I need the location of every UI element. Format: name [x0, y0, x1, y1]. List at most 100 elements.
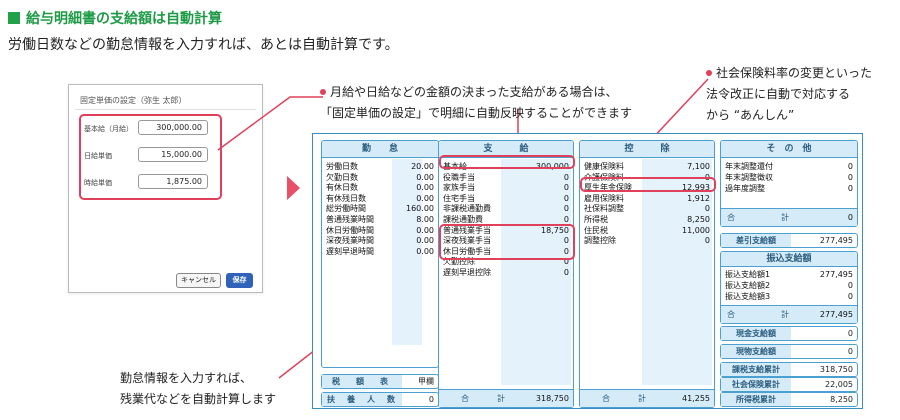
- attendance-callout: 勤怠情報を入力すれば、 残業代などを自動計算します: [120, 371, 277, 406]
- column-band: [392, 159, 422, 345]
- payment-row-value: 300,000: [535, 162, 569, 171]
- cancel-button[interactable]: キャンセル: [176, 273, 221, 288]
- payment-row-label: 役職手当: [443, 172, 475, 182]
- attendance-row-value: 8.00: [416, 215, 434, 224]
- base-salary-field[interactable]: 300,000.00: [138, 120, 208, 135]
- deduction-row-value: 0: [704, 236, 710, 246]
- attendance-row-label: 労働日数: [326, 162, 358, 171]
- payment-row-value: 0: [563, 246, 569, 256]
- payment-row: 課税通勤費 0: [443, 214, 569, 225]
- page-subtitle: 労働日数などの勤怠情報を入力すれば、あとは自動計算です。: [8, 37, 399, 53]
- fixed-rate-dialog: 固定単価の設定（弥生 太郎） 基本給（月給） 300,000.00 日給単価 1…: [68, 84, 263, 293]
- attendance-row: 普通残業時間 8.00: [326, 214, 434, 225]
- dependents-row: 扶 養 人 数 0: [321, 392, 439, 407]
- dialog-title: 固定単価の設定（弥生 太郎）: [80, 96, 187, 105]
- payment-row-value: 0: [563, 193, 569, 203]
- deduction-row-value: 12,993: [682, 183, 710, 193]
- payment-row-value: 0: [563, 268, 569, 277]
- pension-highlight: [580, 177, 716, 192]
- goods-pay-row: 現物支給額 0: [720, 344, 858, 359]
- attendance-row-label: 有休日数: [326, 183, 358, 193]
- save-button[interactable]: 保存: [226, 273, 253, 288]
- attendance-row-value: 0.00: [416, 172, 434, 182]
- payment-row-value: 18,750: [541, 225, 569, 235]
- deduction-row-value: 8,250: [687, 215, 710, 224]
- attendance-header: 勤 怠: [322, 141, 438, 158]
- attendance-row-label: 有休残日数: [326, 193, 366, 203]
- other-row-value: 0: [847, 173, 853, 182]
- other-row-value: 0: [847, 184, 853, 193]
- attendance-row: 労働日数 20.00: [326, 161, 434, 172]
- payment-row-label: 課税通勤費: [443, 215, 483, 224]
- payment-row-label: 非課税通勤費: [443, 204, 491, 214]
- net-pay-row: 差引支給額 277,495: [720, 233, 858, 248]
- deduction-row-label: 住民税: [584, 225, 608, 235]
- attendance-row-label: 総労働時間: [326, 204, 366, 214]
- payment-row: 遅刻早退控除 0: [443, 267, 569, 278]
- attendance-row-value: 0.00: [416, 193, 434, 203]
- hourly-rate-field[interactable]: 1,875.00: [138, 174, 208, 189]
- deduction-row: 厚生年金保険 12,993: [584, 182, 710, 193]
- payment-row: 役職手当 0: [443, 172, 569, 183]
- deduction-row-label: 厚生年金保険: [584, 183, 632, 193]
- deduction-row-label: 社保料調整: [584, 204, 624, 214]
- transfer-row: 振込支給額1 277,495: [725, 269, 853, 280]
- payment-row-label: 普通残業手当: [443, 225, 491, 235]
- attendance-row-label: 深夜残業時間: [326, 236, 374, 246]
- hourly-rate-label: 時給単価: [84, 179, 112, 187]
- transfer-row-label: 振込支給額1: [725, 270, 771, 279]
- other-row-label: 年末調整徴収: [725, 173, 773, 182]
- attendance-row-value: 0.00: [416, 236, 434, 246]
- payments-header: 支 給: [439, 141, 573, 158]
- other-row-label: 年末調整還付: [725, 162, 773, 171]
- title-marker: [8, 12, 20, 24]
- payment-row-label: 基本給: [443, 162, 467, 171]
- bullet-icon: [706, 70, 712, 76]
- daily-rate-field[interactable]: 15,000.00: [138, 147, 208, 162]
- deduction-row-label: 健康保険料: [584, 162, 624, 171]
- payment-row-value: 0: [563, 204, 569, 214]
- payment-row-label: 遅刻早退控除: [443, 268, 491, 277]
- other-row: 年末調整徴収 0: [725, 172, 853, 183]
- payment-row: 非課税通勤費 0: [443, 203, 569, 214]
- transfer-row-value: 0: [847, 292, 853, 301]
- transfer-row-value: 277,495: [819, 270, 853, 279]
- dialog-fields-highlight: [79, 114, 222, 200]
- attendance-row-value: 0.00: [416, 246, 434, 256]
- page-title: 給与明細書の支給額は自動計算: [26, 11, 222, 27]
- base-pay-highlight: [439, 155, 575, 169]
- payment-row-value: 0: [563, 215, 569, 224]
- payment-row-value: 0: [563, 172, 569, 182]
- attendance-row-value: 0.00: [416, 225, 434, 235]
- attendance-row-label: 普通残業時間: [326, 215, 374, 224]
- attendance-row: 有休残日数 0.00: [326, 193, 434, 204]
- deduction-row-label: 調整控除: [584, 236, 616, 246]
- payment-row-label: 深夜残業手当: [443, 236, 491, 246]
- flow-arrow-icon: [287, 176, 300, 200]
- overtime-highlight: [439, 224, 575, 260]
- attendance-row-label: 遅刻早退時間: [326, 246, 374, 256]
- attendance-row-value: 20.00: [411, 162, 434, 171]
- attendance-row: 遅刻早退時間 0.00: [326, 246, 434, 257]
- payment-row: 普通残業手当 18,750: [443, 225, 569, 236]
- deductions-header: 控 除: [580, 141, 714, 158]
- taxable-cumulative-row: 課税支給累計 318,750: [720, 362, 858, 377]
- payment-row-value: 0: [563, 183, 569, 193]
- payment-row-value: 0: [563, 257, 569, 267]
- attendance-row: 深夜残業時間 0.00: [326, 235, 434, 246]
- fixed-rate-callout: 月給や日給などの金額の決まった支給がある場合は、 「固定単価の設定」で明細に自動…: [320, 85, 633, 120]
